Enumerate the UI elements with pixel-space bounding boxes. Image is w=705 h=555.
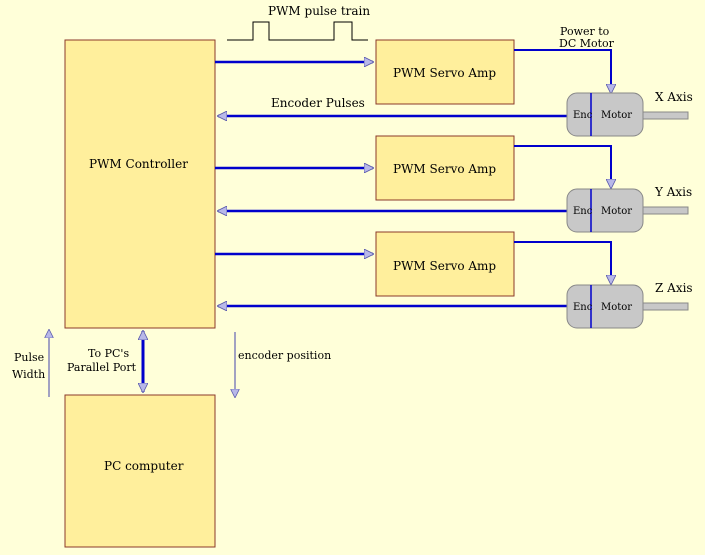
power-line-z [514, 241, 611, 284]
encoder-pulses-label: Encoder Pulses [271, 96, 365, 110]
power-to-label: Power to [560, 25, 610, 38]
motor-label-z: Motor [601, 302, 632, 313]
parallel-port-label: Parallel Port [67, 361, 137, 374]
enc-label-z: Enc [573, 302, 593, 313]
pwm-controller-label: PWM Controller [89, 157, 188, 171]
pwm-pulse-waveform [227, 21, 368, 41]
dc-motor-label: DC Motor [559, 37, 615, 50]
servo-amp-z-label: PWM Servo Amp [393, 259, 496, 273]
power-line-y [514, 145, 611, 188]
servo-amp-x-label: PWM Servo Amp [393, 66, 496, 80]
enc-label-x: Enc [573, 110, 593, 121]
x-axis-label: X Axis [655, 90, 693, 104]
y-axis-label: Y Axis [654, 185, 692, 199]
width-label: Width [12, 368, 45, 381]
servo-amp-x [375, 39, 515, 105]
pwm-pulse-train-label: PWM pulse train [268, 4, 370, 18]
motor-x: Enc Motor [566, 92, 689, 137]
servo-amp-z [375, 231, 515, 297]
z-axis-label: Z Axis [655, 281, 693, 295]
servo-amp-y-label: PWM Servo Amp [393, 162, 496, 176]
power-line-x [514, 49, 611, 93]
motor-label-y: Motor [601, 206, 632, 217]
motor-shaft-x [642, 111, 689, 120]
pulse-label: Pulse [14, 351, 44, 364]
motor-label-x: Motor [601, 110, 632, 121]
servo-amp-y [375, 135, 515, 201]
motor-z: Enc Motor [566, 284, 689, 329]
motor-shaft-z [642, 302, 689, 311]
motor-y: Enc Motor [566, 188, 689, 233]
encoder-position-label: encoder position [238, 349, 331, 362]
pwm-controller-box [64, 39, 216, 329]
enc-label-y: Enc [573, 206, 593, 217]
motor-shaft-y [642, 206, 689, 215]
pc-computer-label: PC computer [104, 459, 184, 473]
to-pcs-label: To PC's [88, 347, 129, 360]
pc-computer-box [64, 394, 216, 548]
